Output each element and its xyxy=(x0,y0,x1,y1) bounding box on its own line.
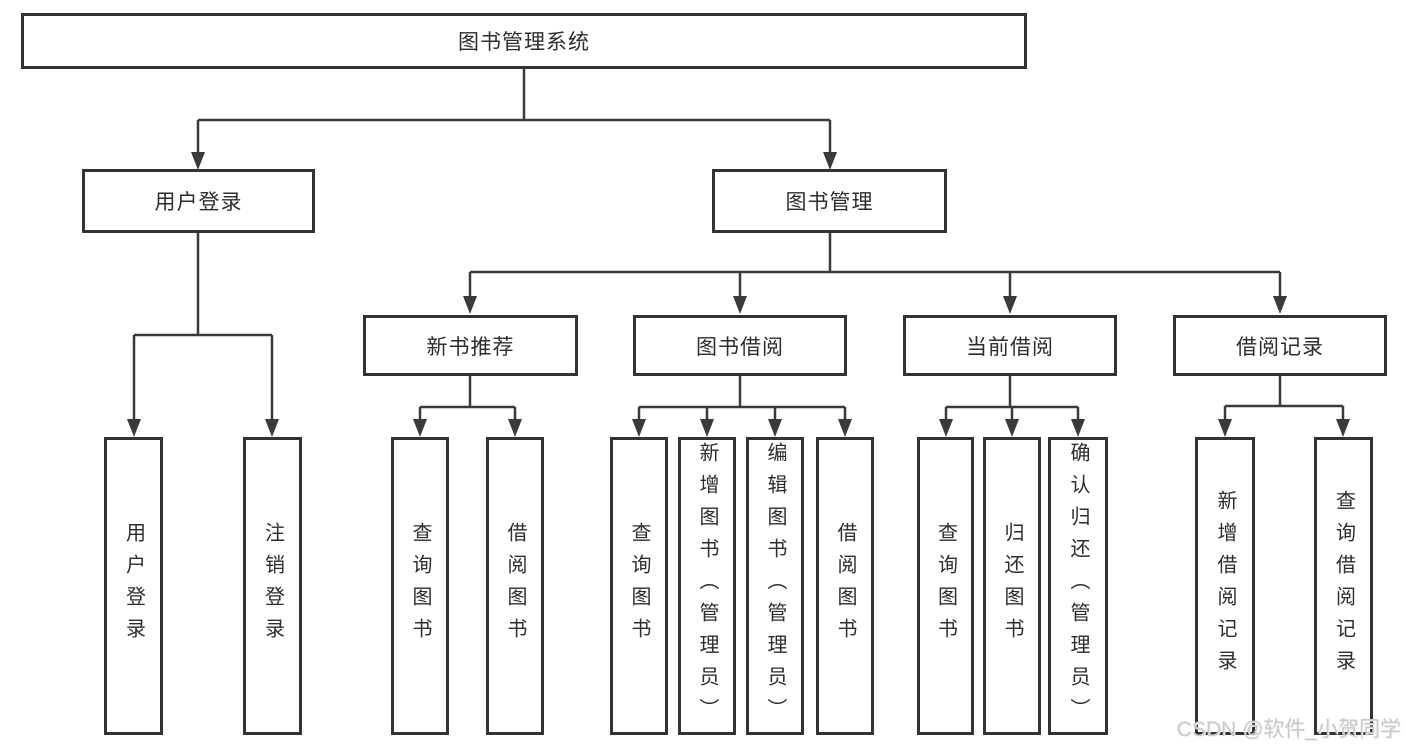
connector-root-to-level2 xyxy=(196,69,832,154)
node-leaf-query-borrow-record-label: 查询借阅记录 xyxy=(1332,490,1355,682)
node-leaf-cb-confirm-return-label: 确认归还（管理员） xyxy=(1067,442,1089,730)
arrowhead xyxy=(191,152,205,170)
arrowhead xyxy=(700,419,714,437)
node-book-borrow: 图书借阅 xyxy=(633,315,847,376)
node-leaf-bb-query-books: 查询图书 xyxy=(610,437,668,735)
arrowhead xyxy=(413,419,427,437)
arrowhead xyxy=(768,419,782,437)
node-book-management: 图书管理 xyxy=(712,169,947,233)
arrowhead xyxy=(1336,419,1350,437)
node-leaf-cb-query-books-label: 查询图书 xyxy=(934,522,957,650)
arrowhead xyxy=(463,296,477,314)
node-leaf-bb-borrow-books: 借阅图书 xyxy=(816,437,874,735)
arrowhead xyxy=(1005,419,1019,437)
connector-newbookrec-to-leaves xyxy=(418,376,517,421)
node-new-book-recommend-label: 新书推荐 xyxy=(426,335,515,359)
connector-userlogin-to-leaves xyxy=(132,233,274,421)
arrowheads xyxy=(127,152,1350,437)
arrowhead xyxy=(733,296,747,314)
node-leaf-rec-borrow-books: 借阅图书 xyxy=(486,437,544,735)
node-leaf-bb-add-books: 新增图书（管理员） xyxy=(678,437,736,735)
node-borrow-records: 借阅记录 xyxy=(1173,315,1387,376)
node-leaf-bb-edit-books: 编辑图书（管理员） xyxy=(746,437,804,735)
node-leaf-rec-query-books: 查询图书 xyxy=(391,437,449,735)
node-current-borrow-label: 当前借阅 xyxy=(966,335,1054,359)
node-root-label: 图书管理系统 xyxy=(458,31,590,54)
node-leaf-cb-confirm-return: 确认归还（管理员） xyxy=(1048,437,1108,735)
csdn-watermark: CSDN @软件_小贺同学 xyxy=(1176,718,1401,741)
arrowhead xyxy=(265,419,279,437)
node-new-book-recommend: 新书推荐 xyxy=(363,315,578,376)
node-leaf-add-borrow-record-label: 新增借阅记录 xyxy=(1214,490,1236,682)
node-leaf-bb-borrow-books-label: 借阅图书 xyxy=(834,522,856,650)
node-user-login-group: 用户登录 xyxy=(82,169,315,233)
node-root: 图书管理系统 xyxy=(21,13,1027,69)
node-leaf-cb-return-books: 归还图书 xyxy=(983,437,1041,735)
node-leaf-query-borrow-record: 查询借阅记录 xyxy=(1314,437,1373,735)
connector-bookborrow-to-leaves xyxy=(637,376,847,421)
node-borrow-records-label: 借阅记录 xyxy=(1236,335,1324,359)
connector-currentborrow-to-leaves xyxy=(944,376,1080,421)
connector-borrowrecords-to-leaves xyxy=(1223,376,1345,421)
node-leaf-user-login: 用户登录 xyxy=(104,437,163,735)
node-leaf-bb-edit-books-label: 编辑图书（管理员） xyxy=(764,442,786,730)
node-leaf-logout-label: 注销登录 xyxy=(261,522,284,650)
arrowhead xyxy=(1071,419,1085,437)
node-user-login-group-label: 用户登录 xyxy=(154,191,243,214)
arrowhead xyxy=(508,419,522,437)
arrowhead xyxy=(823,152,837,170)
arrowhead xyxy=(1218,419,1232,437)
arrowhead xyxy=(939,419,953,437)
node-leaf-bb-add-books-label: 新增图书（管理员） xyxy=(696,442,718,730)
node-leaf-rec-borrow-books-label: 借阅图书 xyxy=(504,522,526,650)
node-book-management-label: 图书管理 xyxy=(785,191,874,214)
node-leaf-cb-return-books-label: 归还图书 xyxy=(1001,522,1023,650)
node-leaf-logout: 注销登录 xyxy=(243,437,302,735)
node-leaf-rec-query-books-label: 查询图书 xyxy=(409,522,431,650)
connector-bookmgmt-to-level3 xyxy=(468,233,1282,298)
arrowhead xyxy=(838,419,852,437)
node-leaf-cb-query-books: 查询图书 xyxy=(917,437,974,735)
arrowhead xyxy=(127,419,141,437)
node-leaf-user-login-label: 用户登录 xyxy=(122,522,145,650)
arrowhead xyxy=(632,419,646,437)
arrowhead xyxy=(1003,296,1017,314)
node-book-borrow-label: 图书借阅 xyxy=(696,335,784,359)
node-leaf-add-borrow-record: 新增借阅记录 xyxy=(1195,437,1255,735)
arrowhead xyxy=(1273,296,1287,314)
node-current-borrow: 当前借阅 xyxy=(903,315,1117,376)
node-leaf-bb-query-books-label: 查询图书 xyxy=(628,522,650,650)
